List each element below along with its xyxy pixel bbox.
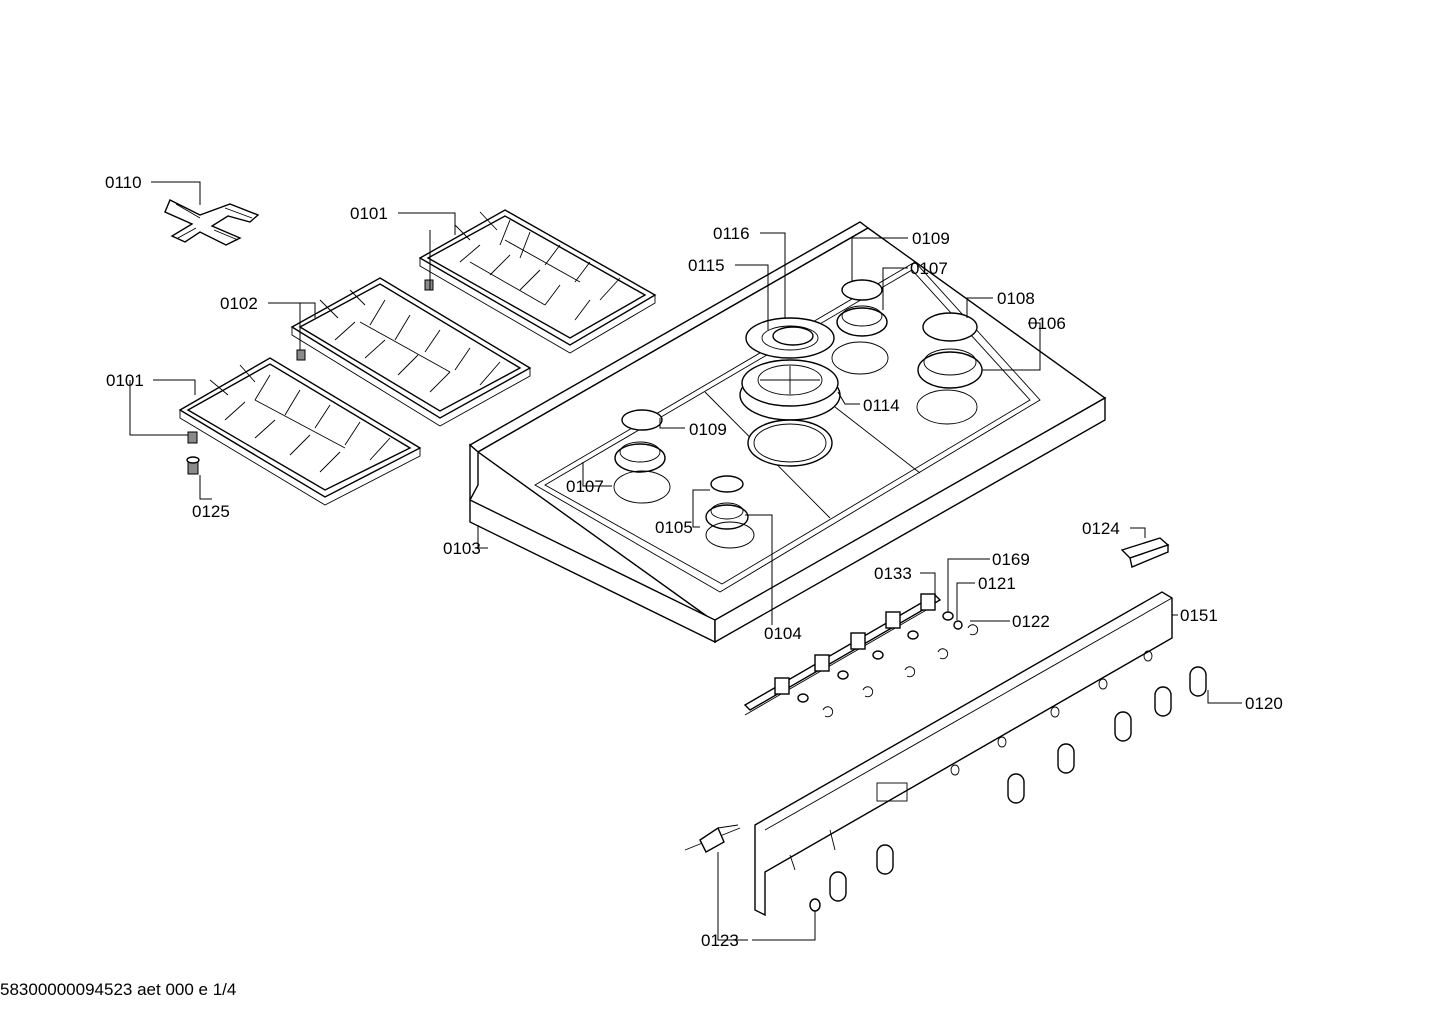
label-0116: 0116: [713, 224, 750, 243]
leader-lines: [129, 181, 1242, 941]
label-0105: 0105: [655, 518, 693, 537]
part-0101-lower-grate: [178, 357, 422, 506]
label-0115: 0115: [688, 256, 725, 275]
label-0123: 0123: [701, 931, 739, 950]
part-0123-igniter: [684, 824, 741, 853]
label-0102: 0102: [220, 294, 258, 313]
part-0124-bracket: [1120, 537, 1170, 568]
label-0108: 0108: [997, 289, 1035, 308]
label-0151: 0151: [1180, 606, 1218, 625]
label-0104: 0104: [764, 624, 802, 643]
part-0104-burner-small: [705, 475, 755, 549]
label-0122: 0122: [1012, 612, 1050, 631]
label-0121: 0121: [978, 574, 1016, 593]
label-0109-upper: 0109: [912, 229, 950, 248]
label-0101-upper: 0101: [350, 204, 388, 223]
part-0114-large-burner: [739, 359, 841, 467]
label-0110: 0110: [105, 173, 142, 192]
part-0107-burner-lower: [613, 409, 671, 504]
part-0106-burner-right: [916, 312, 983, 425]
label-0133: 0133: [874, 564, 912, 583]
label-0101-lower: 0101: [106, 371, 144, 390]
part-0133-valve-rail: [743, 593, 979, 718]
part-0101-upper-grate: [418, 209, 657, 354]
label-0106: 0106: [1028, 314, 1066, 333]
part-0120-knobs: [809, 666, 1207, 912]
label-0125: 0125: [192, 502, 230, 521]
label-0114: 0114: [863, 396, 900, 415]
label-0109-lower: 0109: [689, 420, 727, 439]
label-0107-upper: 0107: [910, 259, 948, 278]
part-0151-control-panel: [754, 591, 1173, 917]
label-0124: 0124: [1082, 519, 1120, 538]
label-0103: 0103: [443, 539, 481, 558]
label-0107-lower: 0107: [566, 477, 604, 496]
label-0169: 0169: [992, 550, 1030, 569]
part-0116-cap: [772, 326, 814, 346]
callout-labels: 0110 0101 0102 0101 0125 0116 0115 0109 …: [105, 173, 1283, 950]
part-0107-burner-upper: [831, 279, 889, 375]
part-0110-cross-grate: [164, 199, 260, 246]
part-0102-middle-grate: [290, 277, 532, 427]
document-code: 58300000094523 aet 000 e 1/4: [0, 980, 237, 999]
label-0120: 0120: [1245, 694, 1283, 713]
part-0125-foot: [186, 456, 200, 475]
